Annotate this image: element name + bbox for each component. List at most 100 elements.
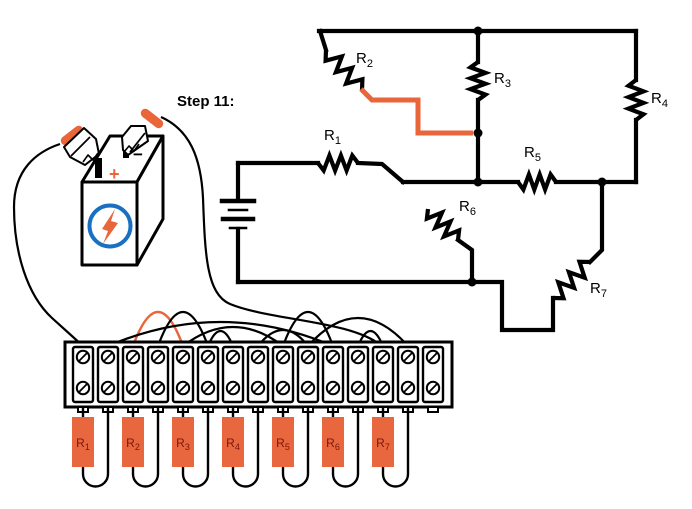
resistor-leads [231, 408, 260, 488]
screw-slot-icon [228, 383, 238, 393]
negative-lead-wire [160, 115, 383, 347]
schematic-label-r6: R6 [459, 198, 476, 218]
screw-slot-icon [253, 352, 263, 362]
battery-positive-sign: + [109, 164, 120, 184]
resistor-label: R6 [326, 436, 340, 452]
highlighted-wire-step11 [359, 87, 473, 136]
positive-lead-wire [12, 142, 84, 347]
resistor-leads [131, 408, 160, 488]
resistor-leads [331, 408, 360, 488]
junction-dot [473, 128, 483, 138]
jumper-wire [307, 316, 409, 347]
resistor-body [172, 417, 194, 467]
junction-dot [597, 177, 607, 187]
screw-slot-icon [203, 352, 213, 362]
wire-after-r1 [355, 160, 406, 185]
schematic-resistor-zigzags [316, 49, 650, 301]
schematic-label-r4: R4 [651, 90, 668, 110]
resistor-zigzag [622, 78, 650, 122]
screw-slot-icon [328, 352, 338, 362]
battery-negative-sign: − [133, 145, 143, 164]
screw-slot-icon [278, 383, 288, 393]
resistor-zigzag [516, 168, 558, 196]
schematic-label-r5: R5 [524, 144, 541, 164]
screw-slot-icon [203, 383, 213, 393]
resistor-body [72, 417, 94, 467]
schematic-label-r1: R1 [324, 127, 341, 147]
lightning-bolt-icon [102, 209, 118, 244]
junction-dot [473, 26, 483, 36]
screw-slot-icon [303, 383, 313, 393]
screw-slot-icon [178, 383, 188, 393]
strip-resistors [72, 408, 410, 488]
battery-positive-terminal [95, 158, 102, 178]
screw-slot-icon [353, 352, 363, 362]
screw-slot-icon [278, 352, 288, 362]
wire-r6-elbow [455, 237, 475, 285]
screw-slot-icon [103, 383, 113, 393]
alligator-clip-positive [60, 125, 100, 166]
junction-dot [467, 277, 477, 287]
schematic-label-r7: R7 [590, 280, 607, 300]
resistor-leads [381, 408, 410, 488]
jumper-wire [107, 320, 334, 348]
alligator-clip-negative [121, 108, 164, 156]
terminal-strip [63, 340, 454, 413]
resistor-label: R1 [76, 436, 90, 452]
resistor-body [222, 417, 244, 467]
screw-slot-icon [128, 383, 138, 393]
schematic-label-r3: R3 [494, 70, 511, 90]
resistor-leads [181, 408, 210, 488]
screw-slot-icon [153, 352, 163, 362]
schematic [219, 26, 650, 333]
screw-slot-icon [128, 352, 138, 362]
clip-handle [60, 125, 84, 146]
clip-jaw-line [70, 136, 91, 157]
wire-r7-to-node2 [587, 179, 605, 265]
resistor-label: R2 [126, 436, 140, 452]
resistor-zigzag [552, 259, 591, 301]
screw-slot-icon [78, 352, 88, 362]
clip-handle [140, 108, 164, 129]
resistor-label: R7 [376, 436, 390, 452]
resistor-label: R5 [276, 436, 290, 452]
jumper-wire [281, 311, 335, 347]
jumper-wire-highlighted [131, 311, 185, 347]
screw-slot-icon [328, 383, 338, 393]
screw-slot-icon [403, 383, 413, 393]
battery-illustration [60, 108, 165, 267]
screw-slot-icon [378, 383, 388, 393]
junction-dots [467, 26, 607, 287]
screw-slot-icon [78, 383, 88, 393]
wire-bottom-rail [235, 279, 556, 333]
wire-top-left-corner [317, 28, 329, 53]
screw-slot-icon [428, 383, 438, 393]
step-label: Step 11: [177, 93, 235, 110]
resistor-label: R4 [226, 436, 240, 452]
junction-dot [473, 177, 483, 187]
screw-slot-icon [353, 383, 363, 393]
screw-slot-icon [428, 352, 438, 362]
screw-slot-icon [253, 383, 263, 393]
screw-slot-icon [228, 352, 238, 362]
screw-slot-icon [153, 383, 163, 393]
clip-teeth [123, 143, 140, 153]
resistor-leads [81, 408, 110, 488]
resistor-body [272, 417, 294, 467]
resistor-zigzag [464, 60, 492, 102]
screw-slot-icon [403, 352, 413, 362]
resistor-zigzag [323, 49, 365, 91]
clip-teeth [82, 152, 99, 163]
schematic-label-r2: R2 [356, 50, 373, 70]
resistor-zigzag [424, 208, 462, 241]
resistor-body [372, 417, 394, 467]
screw-slot-icon [178, 352, 188, 362]
screw-slot-icon [103, 352, 113, 362]
screw-slot-icon [303, 352, 313, 362]
resistor-label: R3 [176, 436, 190, 452]
battery-lead-wires [12, 115, 383, 347]
screw-slot-icon [378, 352, 388, 362]
terminal-tab [427, 406, 439, 413]
